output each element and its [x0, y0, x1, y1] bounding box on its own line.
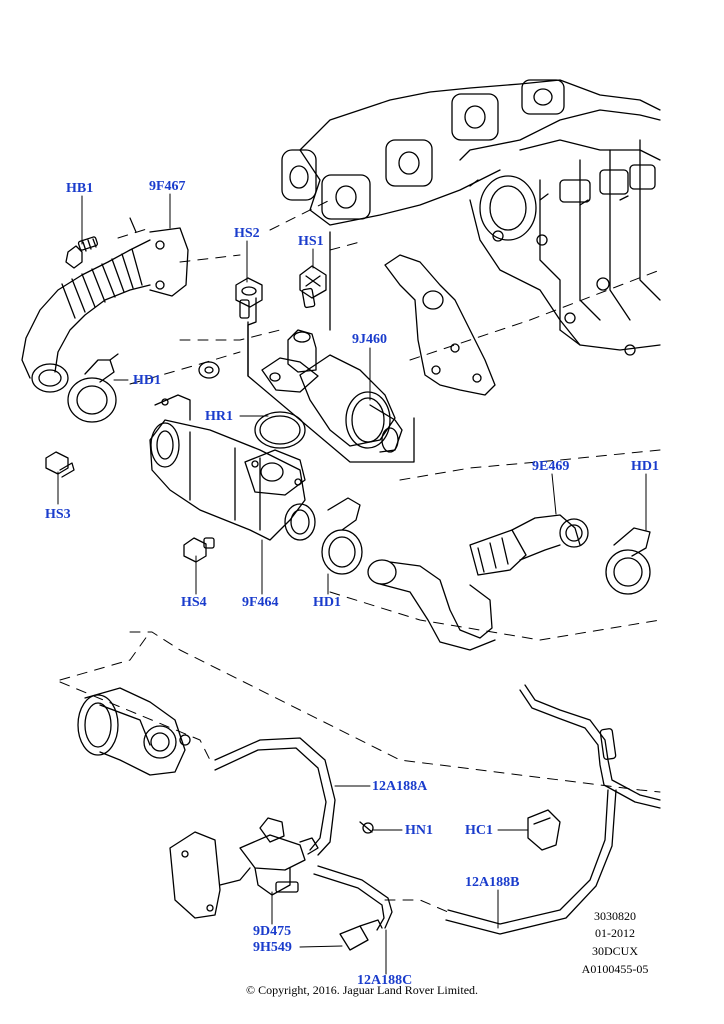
callout-leader-lines	[57, 193, 647, 975]
bolt-hs2-drawing	[235, 277, 263, 319]
callout-hc1: HC1	[465, 823, 493, 838]
bolt-hs4-drawing	[183, 537, 215, 563]
drawing-date: 01-2012	[595, 926, 635, 940]
copyright-notice: © Copyright, 2016. Jaguar Land Rover Lim…	[245, 983, 479, 997]
vacuum-hose-12a188a-drawing	[214, 737, 336, 856]
callout-12a188a: 12A188A	[372, 779, 428, 794]
callout-9e469: 9E469	[532, 459, 570, 474]
drawing-reference-number: 3030820	[594, 909, 636, 923]
callout-9h549: 9H549	[253, 940, 292, 955]
callout-9f467: 9F467	[149, 179, 186, 194]
callout-9d475: 9D475	[253, 924, 292, 939]
callout-12a188c: 12A188C	[357, 973, 413, 988]
throttle-body-drawing	[77, 687, 191, 776]
egr-pipe-9e469-drawing	[367, 514, 589, 651]
washer-drawing	[198, 361, 220, 379]
vacuum-hose-12a188c-drawing	[313, 865, 393, 931]
drawing-id: A0100455-05	[581, 962, 649, 976]
callout-9f464: 9F464	[242, 595, 279, 610]
callout-hn1: HN1	[405, 823, 433, 838]
callout-hs3: HS3	[45, 507, 71, 522]
callout-hd1-middle: HD1	[313, 595, 341, 610]
drawing-model-code: 30DCUX	[591, 944, 638, 958]
bolt-hs1-drawing	[299, 265, 327, 309]
callout-hr1: HR1	[205, 409, 233, 424]
callout-hd1-right: HD1	[631, 459, 659, 474]
clamp-hd1-right-drawing	[605, 527, 651, 595]
engine-manifold-drawing	[281, 79, 661, 356]
valve-group-bracket-line	[247, 297, 415, 463]
egr-valve-9j460-drawing	[261, 329, 403, 453]
dashed-guide-lines	[59, 199, 661, 913]
callout-hs1: HS1	[298, 234, 324, 249]
callout-hs2: HS2	[234, 226, 260, 241]
bracket-plate-drawing	[384, 254, 496, 396]
bolt-hb1-drawing	[65, 236, 99, 269]
vacuum-pipe-drawing	[519, 684, 661, 809]
solenoid-valve-9d475-drawing	[169, 817, 319, 919]
egr-cooler-9f464-drawing	[149, 394, 316, 541]
callout-hd1-left: HD1	[133, 373, 161, 388]
callout-hb1: HB1	[66, 181, 94, 196]
callout-hs4: HS4	[181, 595, 207, 610]
bolt-hs3-drawing	[45, 451, 75, 478]
vacuum-hose-12a188b-drawing	[445, 789, 617, 935]
clamp-hd1-middle-drawing	[321, 497, 363, 575]
callout-12a188b: 12A188B	[465, 875, 520, 890]
clip-hc1-drawing	[527, 809, 561, 851]
o-ring-hr1-drawing	[254, 411, 306, 449]
callout-9j460: 9J460	[352, 332, 387, 347]
clip-hn1-drawing	[359, 821, 374, 834]
egr-pipe-9f467-drawing	[21, 227, 189, 393]
filter-9h549-drawing	[339, 919, 383, 951]
clamp-hd1-left-drawing	[67, 353, 119, 423]
